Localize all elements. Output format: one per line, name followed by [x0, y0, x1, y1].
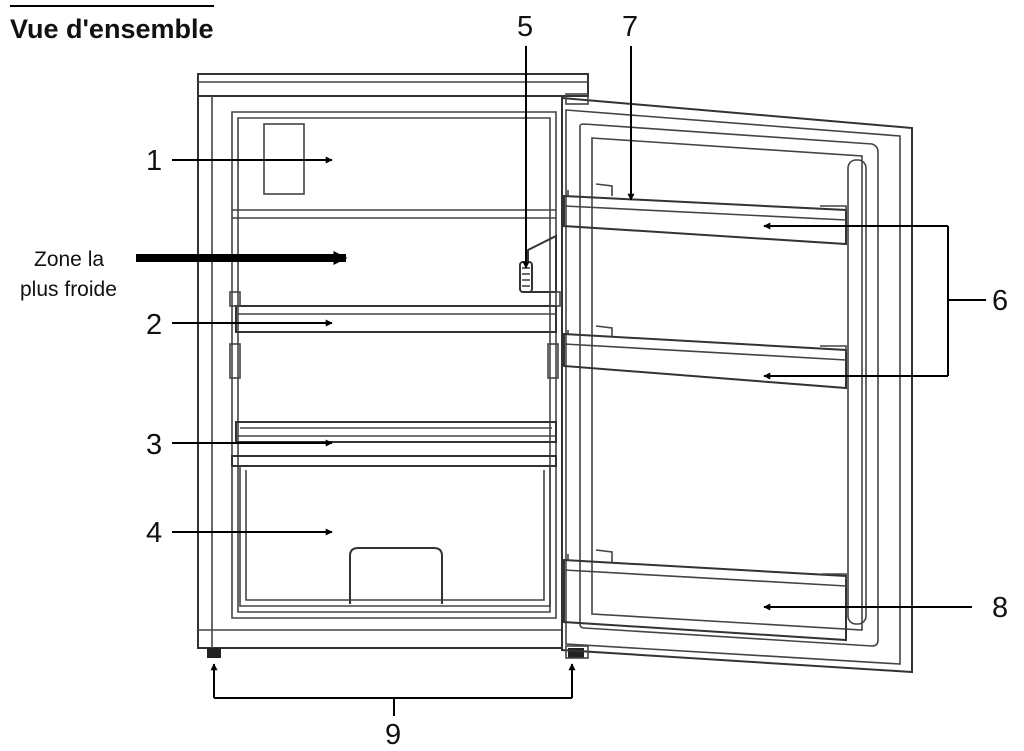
fridge-cabinet — [197, 73, 589, 658]
door-shelf-middle — [563, 325, 847, 390]
callout-4: 4 — [146, 517, 162, 549]
callout-3: 3 — [146, 429, 162, 461]
page-title: Vue d'ensemble — [10, 14, 214, 44]
glass-shelf — [229, 291, 561, 379]
callout-8: 8 — [992, 592, 1008, 624]
door-shelf-bottom — [563, 549, 847, 642]
coldest-zone-label-line1: Zone la — [34, 248, 104, 271]
door-shelf-upper — [563, 183, 847, 246]
foot-left — [207, 648, 221, 658]
callout-7: 7 — [622, 11, 638, 43]
callout-6: 6 — [992, 285, 1008, 317]
freezer-compartment — [232, 123, 556, 219]
fridge-door — [561, 93, 913, 674]
callout-5: 5 — [517, 11, 533, 43]
coldest-zone-label-line2: plus froide — [20, 278, 117, 301]
crisper-cover — [235, 421, 557, 443]
crisper-drawer — [231, 455, 557, 607]
thermostat-knob — [519, 234, 557, 293]
callout-2: 2 — [146, 309, 162, 341]
callout-9: 9 — [385, 719, 401, 751]
callout-1: 1 — [146, 145, 162, 177]
foot-right — [568, 648, 584, 658]
